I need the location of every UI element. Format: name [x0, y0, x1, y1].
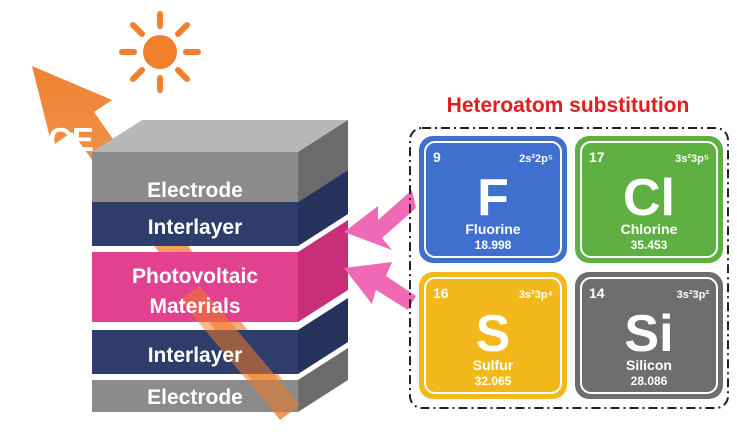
chlorine-mass: 35.453 [631, 238, 668, 252]
active-layer-side [298, 220, 348, 322]
top-interlayer-layer [92, 202, 298, 246]
fluorine-mass: 18.998 [475, 238, 512, 252]
element-tile-chlorine: 17 3s²3p⁵ Cl Chlorine 35.453 [575, 136, 723, 263]
top-interlayer-label: Interlayer [148, 216, 243, 239]
chlorine-symbol: Cl [623, 169, 675, 227]
silicon-number: 14 [589, 285, 605, 301]
layer-stack [92, 120, 348, 412]
element-box [409, 127, 729, 409]
sulfur-symbol: S [476, 305, 511, 363]
element-tile-sulfur: 16 3s²3p⁴ S Sulfur 32.065 [419, 272, 567, 399]
chlorine-name: Chlorine [621, 221, 678, 237]
silicon-config: 3s²3p² [677, 289, 710, 301]
bottom-electrode-label: Electrode [147, 386, 243, 409]
pce-arrow-tail [180, 286, 300, 420]
arrow-left-icon [344, 190, 416, 310]
silicon-mass: 28.086 [631, 374, 668, 388]
bottom-interlayer-label: Interlayer [148, 344, 243, 367]
sulfur-name: Sulfur [473, 357, 514, 373]
top-electrode-side [298, 120, 348, 202]
fluorine-config: 2s²2p⁵ [519, 153, 553, 165]
pce-label: PCE [26, 121, 94, 158]
bottom-interlayer-side [298, 298, 348, 374]
top-interlayer-side [298, 170, 348, 246]
sun-icon [119, 11, 201, 93]
element-tile-silicon: 14 3s²3p² Si Silicon 28.086 [575, 272, 723, 399]
silicon-name: Silicon [626, 357, 672, 373]
chlorine-number: 17 [589, 149, 605, 165]
fluorine-symbol: F [477, 169, 509, 227]
top-electrode-layer [92, 152, 298, 202]
active-layer-label-2: Materials [149, 295, 240, 318]
stack-top-face [92, 120, 348, 152]
heading: Heteroatom substitution [447, 94, 690, 117]
fluorine-name: Fluorine [465, 221, 520, 237]
sulfur-mass: 32.065 [475, 374, 512, 388]
fluorine-number: 9 [433, 149, 441, 165]
element-tile-fluorine: 9 2s²2p⁵ F Fluorine 18.998 [419, 136, 567, 263]
top-electrode-label: Electrode [147, 179, 243, 202]
sulfur-config: 3s²3p⁴ [519, 289, 553, 301]
silicon-symbol: Si [624, 305, 673, 363]
active-layer-label-1: Photovoltaic [132, 265, 258, 288]
chlorine-config: 3s²3p⁵ [675, 153, 709, 165]
sulfur-number: 16 [433, 285, 449, 301]
bottom-electrode-side [298, 348, 348, 412]
